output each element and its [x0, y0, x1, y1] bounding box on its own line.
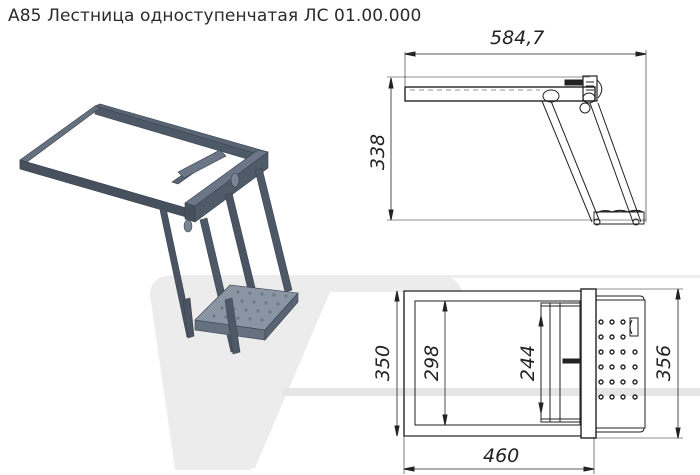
dim-length-top: 460	[483, 445, 519, 467]
drawing-title: А85 Лестница одноступенчатая ЛС 01.00.00…	[8, 6, 422, 26]
dim-step-inner: 244	[517, 345, 539, 381]
isometric-3d-model	[19, 103, 299, 355]
step-holes	[598, 319, 638, 400]
dim-height-side: 338	[367, 134, 389, 170]
dim-inner-width: 298	[421, 345, 443, 381]
top-view	[394, 288, 683, 474]
dim-step-width: 356	[653, 345, 675, 381]
dim-outer-width: 350	[372, 345, 394, 381]
side-view	[387, 50, 647, 226]
dim-length-side: 584,7	[490, 27, 544, 49]
